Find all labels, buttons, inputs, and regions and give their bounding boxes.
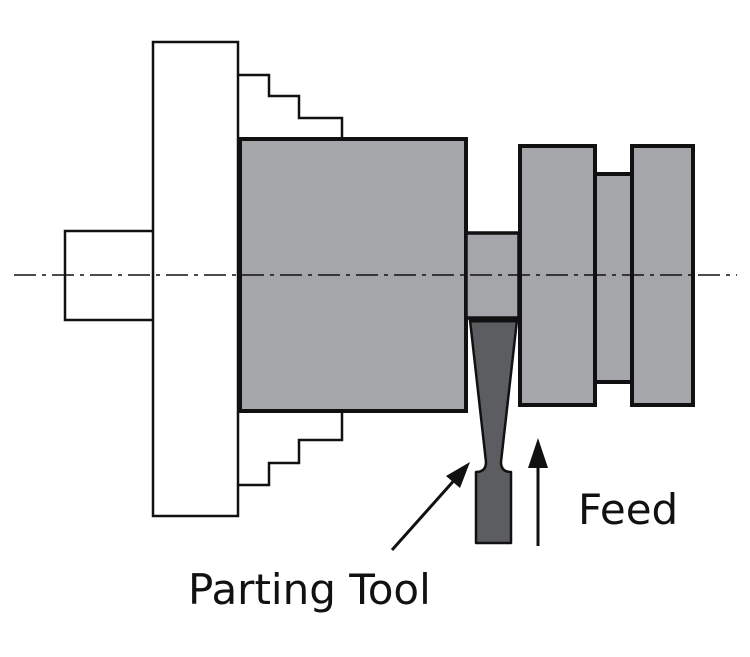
parting-tool-blade (468, 318, 519, 545)
parting-tool-label: Parting Tool (188, 565, 431, 614)
chuck-jaw-lower (238, 412, 344, 487)
workpiece-groove (593, 172, 634, 384)
feed-label: Feed (578, 485, 678, 534)
parting-tool-leader-line (390, 475, 460, 551)
workpiece-main (238, 137, 468, 413)
parting-tool-leader-arrowhead (446, 462, 470, 488)
chuck-jaw-upper (238, 73, 344, 138)
chuck-body (151, 40, 240, 518)
feed-arrow-head (528, 438, 548, 468)
